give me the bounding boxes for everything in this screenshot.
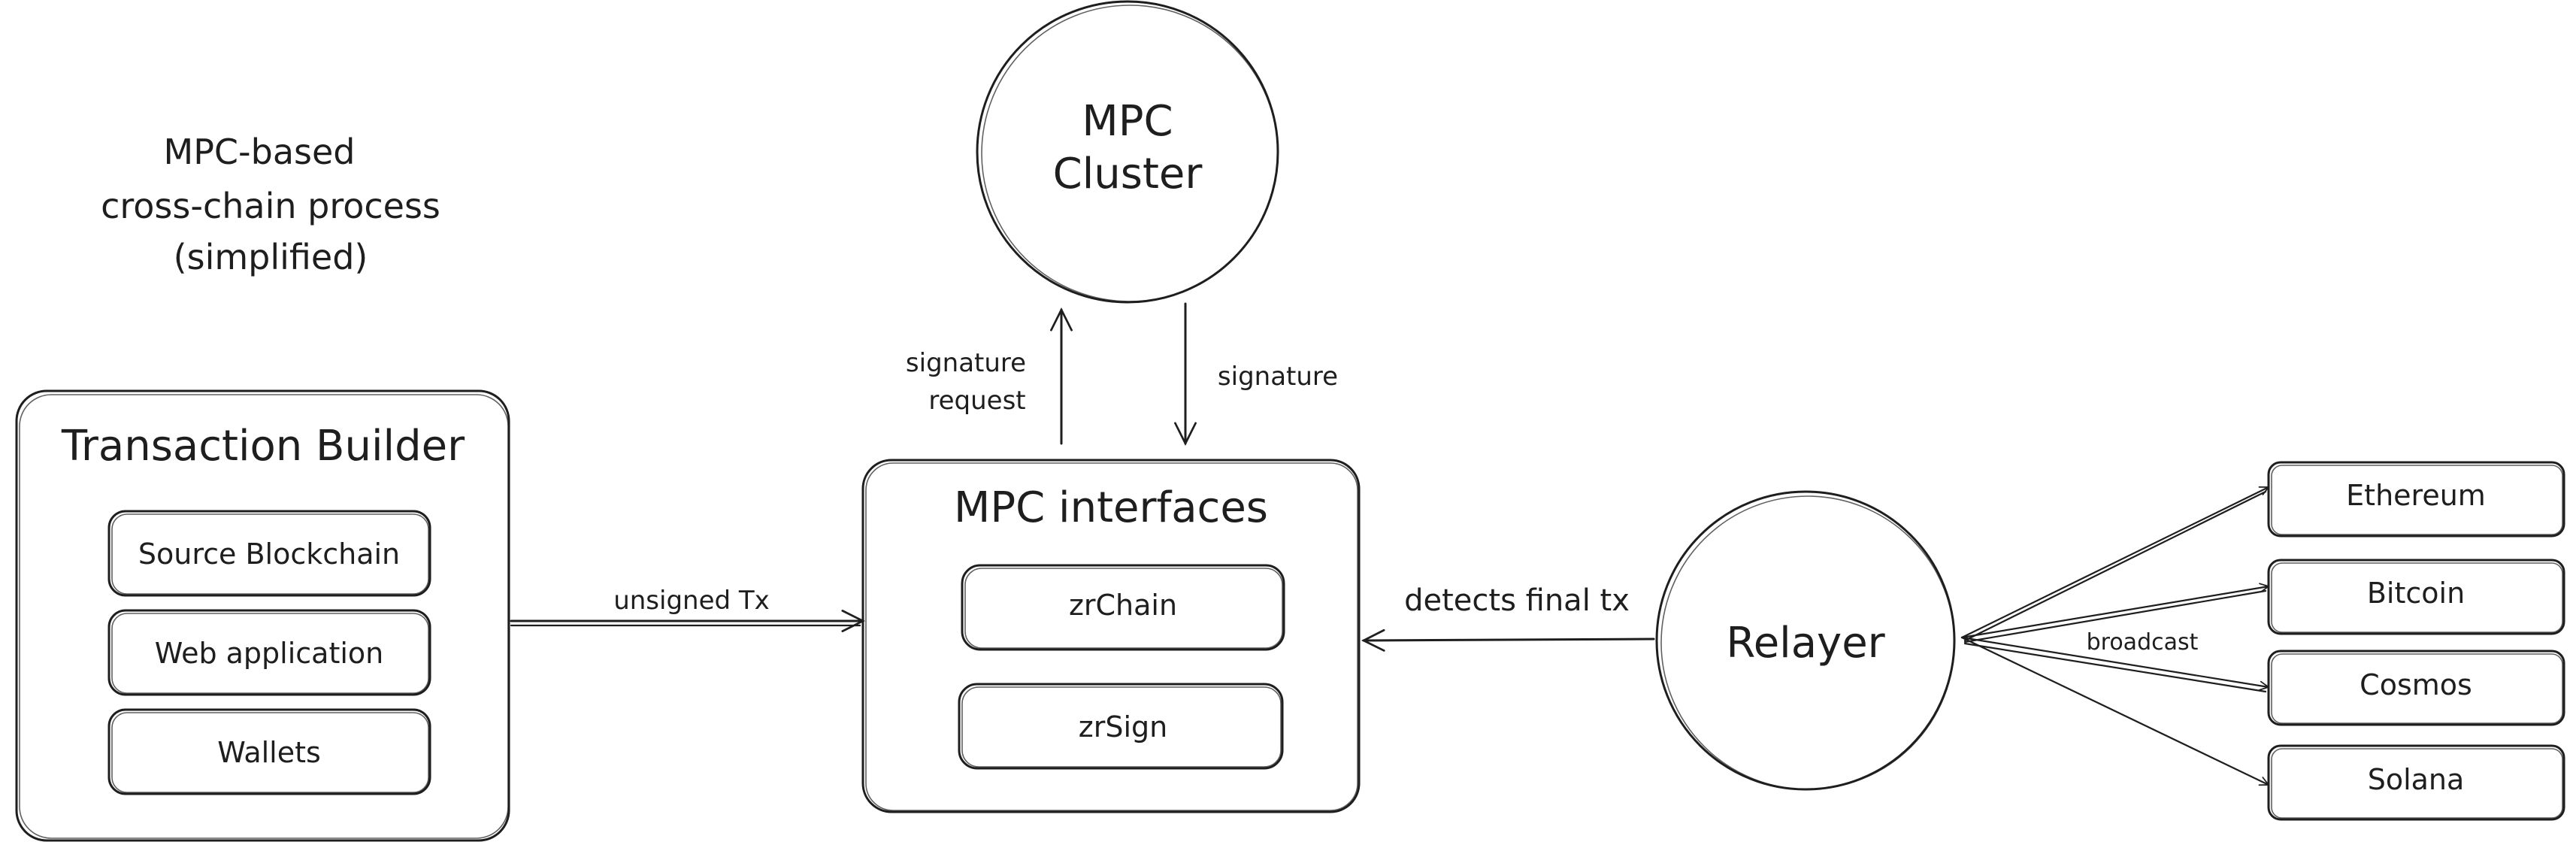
mpc-cluster-label-line2: Cluster [1053, 150, 1203, 198]
chain-ethereum: Ethereum [2267, 461, 2565, 538]
tb-item-source-blockchain: Source Blockchain [107, 510, 431, 597]
diagram-title: MPC-based cross-chain process (simplifie… [101, 132, 440, 277]
tb-item-web-application: Web application [107, 609, 431, 696]
mpc-interfaces-title: MPC interfaces [954, 483, 1268, 532]
edge-detects-final-tx: detects final tx [1361, 583, 1655, 652]
chain-label: Cosmos [2360, 668, 2472, 701]
mpc-item-label: zrChain [1069, 589, 1177, 622]
edge-signature-request: signature request [906, 307, 1073, 445]
mpc-interfaces-box: MPC interfaces zrChain zrSign [861, 459, 1361, 813]
transaction-builder-box: Transaction Builder Source Blockchain We… [15, 389, 510, 842]
chain-label: Ethereum [2346, 479, 2486, 512]
diagram-title-line2: cross-chain process [101, 186, 440, 226]
chain-label: Solana [2368, 763, 2465, 796]
diagram-title-line3: (simplified) [174, 237, 368, 277]
chain-cosmos: Cosmos [2267, 650, 2565, 726]
mpc-item-label: zrSign [1079, 710, 1167, 743]
edge-broadcast: broadcast [1960, 486, 2269, 786]
mpc-item-zrchain: zrChain [961, 564, 1285, 651]
edge-unsigned-tx: unsigned Tx [510, 586, 866, 632]
edge-label-signature-request-line2: request [928, 386, 1025, 416]
edge-label-unsigned-tx: unsigned Tx [613, 586, 770, 616]
tb-item-wallets: Wallets [107, 708, 431, 795]
tb-item-label: Source Blockchain [138, 538, 400, 571]
edge-label-signature: signature [1218, 362, 1338, 392]
tb-item-label: Wallets [217, 736, 321, 769]
chain-bitcoin: Bitcoin [2267, 559, 2565, 635]
diagram-title-line1: MPC-based [164, 132, 356, 172]
mpc-item-zrsign: zrSign [958, 683, 1284, 770]
chain-label: Bitcoin [2367, 577, 2465, 610]
edge-label-detects-final-tx: detects final tx [1404, 583, 1630, 618]
relayer-label: Relayer [1726, 619, 1885, 668]
transaction-builder-title: Transaction Builder [61, 422, 465, 471]
relayer-node: Relayer [1655, 490, 1956, 791]
mpc-cluster-label-line1: MPC [1082, 97, 1173, 146]
mpc-cluster-node: MPC Cluster [976, 0, 1279, 304]
edge-label-signature-request-line1: signature [906, 348, 1026, 378]
chain-solana: Solana [2267, 744, 2565, 821]
edge-label-broadcast: broadcast [2087, 629, 2199, 656]
edge-signature: signature [1174, 302, 1338, 447]
tb-item-label: Web application [155, 637, 384, 670]
